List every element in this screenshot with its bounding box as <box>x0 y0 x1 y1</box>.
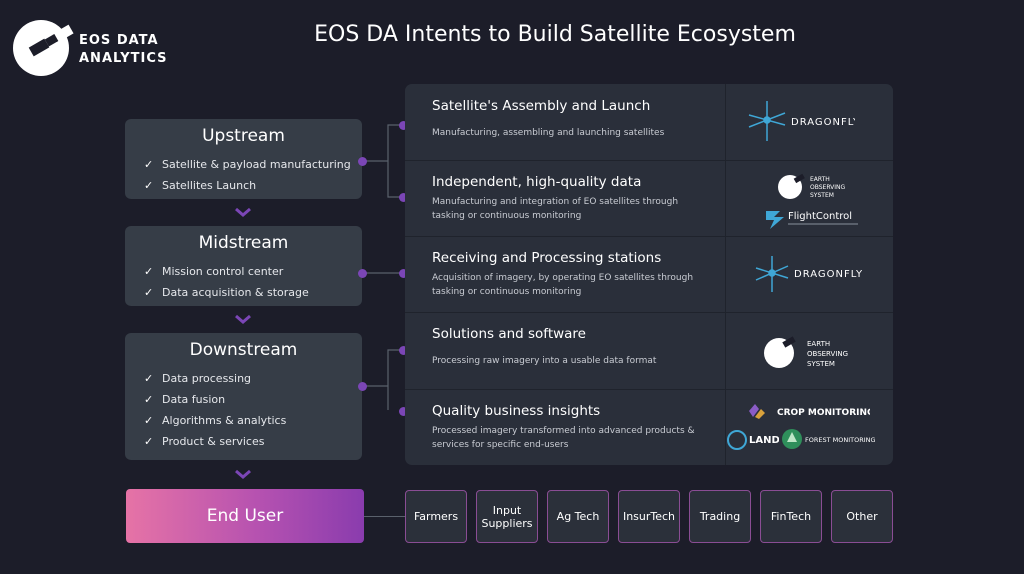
stage-item: ✓Algorithms & analytics <box>144 410 362 431</box>
connector-dot <box>399 346 408 355</box>
connector-dot <box>399 193 408 202</box>
chain-row: Solutions and software Processing raw im… <box>405 312 725 389</box>
dragonfly-logo: DRAGONFLY <box>748 101 855 141</box>
stage-title: Upstream <box>202 126 285 146</box>
stage-midstream: Midstream ✓Mission control center ✓Data … <box>125 226 362 306</box>
row-divider <box>405 236 893 237</box>
row-title: Solutions and software <box>432 326 586 342</box>
chevron-down-icon <box>235 314 251 324</box>
page-title: EOS DA Intents to Build Satellite Ecosys… <box>314 22 796 47</box>
connector-dot <box>358 157 367 166</box>
stage-title: Midstream <box>198 233 289 253</box>
chevron-down-icon <box>235 207 251 217</box>
eos-system-logo: EARTH OBSERVING SYSTEM <box>764 336 848 368</box>
stage-item: ✓Product & services <box>144 431 362 452</box>
stage-item: ✓Data processing <box>144 368 362 389</box>
eos-da-logo: EOS DATA ANALYTICS <box>8 14 188 78</box>
industry-insurtech: InsurTech <box>618 490 680 543</box>
check-icon: ✓ <box>144 265 154 278</box>
svg-text:CROP MONITORING: CROP MONITORING <box>777 408 870 418</box>
row-title: Receiving and Processing stations <box>432 250 662 266</box>
svg-text:OBSERVING: OBSERVING <box>810 184 846 191</box>
row-divider <box>405 389 893 390</box>
svg-text:FlightControl: FlightControl <box>788 211 852 222</box>
satellite-icon <box>13 20 74 76</box>
svg-text:FOREST MONITORING: FOREST MONITORING <box>805 436 876 444</box>
connector-dot <box>399 121 408 130</box>
stage-item: ✓Satellite & payload manufacturing <box>144 154 362 175</box>
industry-ag-tech: Ag Tech <box>547 490 609 543</box>
industry-other: Other <box>831 490 893 543</box>
svg-text:LAND: LAND <box>749 435 779 446</box>
logo-line1: EOS DATA <box>79 33 159 48</box>
end-user-label: End User <box>206 506 284 526</box>
stage-title: Downstream <box>189 340 298 360</box>
eos-system-logo: EARTH OBSERVING SYSTEM <box>778 173 846 199</box>
flightcontrol-logo: FlightControl <box>766 211 858 229</box>
crop-monitoring-icon <box>749 404 759 417</box>
chain-row: Receiving and Processing stations Acquis… <box>405 236 725 312</box>
check-icon: ✓ <box>144 414 154 427</box>
row-description: Processed imagery transformed into advan… <box>432 426 695 450</box>
end-user-box: End User <box>126 489 364 543</box>
check-icon: ✓ <box>144 286 154 299</box>
svg-text:OBSERVING: OBSERVING <box>807 350 848 358</box>
flightcontrol-icon <box>766 211 784 229</box>
land-viewer-icon <box>727 430 747 450</box>
connector-dot <box>358 382 367 391</box>
svg-text:EARTH: EARTH <box>807 340 830 348</box>
svg-text:SYSTEM: SYSTEM <box>810 192 834 199</box>
industry-farmers: Farmers <box>405 490 467 543</box>
check-icon: ✓ <box>144 158 154 171</box>
dragonfly-icon <box>748 101 786 141</box>
row-divider <box>405 160 893 161</box>
row-description: Manufacturing and integration of EO sate… <box>432 197 679 221</box>
stage-item: ✓Satellites Launch <box>144 175 362 196</box>
logo-line2: ANALYTICS <box>79 51 168 66</box>
chain-row: Satellite's Assembly and Launch Manufact… <box>405 84 725 160</box>
stage-item: ✓Data fusion <box>144 389 362 410</box>
chain-row: Quality business insights Processed imag… <box>405 389 725 465</box>
crop-monitoring-logo: CROP MONITORING <box>749 404 870 419</box>
dragonfly-icon <box>755 256 789 292</box>
column-divider <box>725 84 726 465</box>
value-chain-panel <box>405 84 893 465</box>
row-title: Quality business insights <box>432 403 601 419</box>
industry-fintech: FinTech <box>760 490 822 543</box>
industry-trading: Trading <box>689 490 751 543</box>
check-icon: ✓ <box>144 179 154 192</box>
row-description: Acquisition of imagery, by operating EO … <box>432 273 694 297</box>
end-user-connector <box>364 516 405 517</box>
connector-lines <box>363 124 403 410</box>
svg-text:EARTH: EARTH <box>810 176 830 183</box>
stage-item: ✓Mission control center <box>144 261 362 282</box>
connector-dot <box>358 269 367 278</box>
check-icon: ✓ <box>144 393 154 406</box>
connector-dot <box>399 269 408 278</box>
stage-item: ✓Data acquisition & storage <box>144 282 362 303</box>
land-viewer-logo: LAND <box>727 430 779 450</box>
chain-row: Independent, high-quality data Manufactu… <box>405 160 725 236</box>
dragonfly-label: DRAGONFLY <box>791 117 855 128</box>
forest-monitoring-logo: FOREST MONITORING <box>782 429 876 449</box>
industry-input-suppliers: Input Suppliers <box>476 490 538 543</box>
check-icon: ✓ <box>144 435 154 448</box>
row-description: Manufacturing, assembling and launching … <box>432 128 665 138</box>
stage-downstream: Downstream ✓Data processing ✓Data fusion… <box>125 333 362 460</box>
row-title: Satellite's Assembly and Launch <box>432 98 651 114</box>
row-description: Processing raw imagery into a usable dat… <box>432 356 657 366</box>
chevron-down-icon <box>235 469 251 479</box>
check-icon: ✓ <box>144 372 154 385</box>
connector-dot <box>399 407 408 416</box>
row-divider <box>405 312 893 313</box>
row-title: Independent, high-quality data <box>432 174 642 190</box>
dragonfly-logo: DRAGONFLY <box>755 256 862 292</box>
svg-text:DRAGONFLY: DRAGONFLY <box>794 269 862 280</box>
svg-text:SYSTEM: SYSTEM <box>807 360 835 368</box>
stage-upstream: Upstream ✓Satellite & payload manufactur… <box>125 119 362 199</box>
